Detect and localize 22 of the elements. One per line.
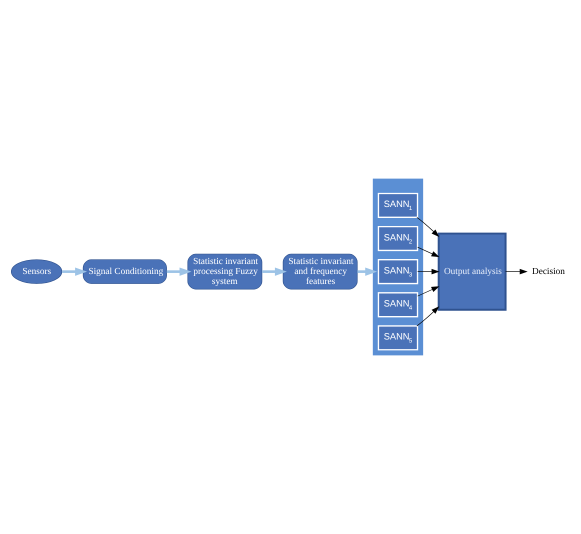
- arrow: [357, 267, 378, 276]
- node-box: SANN$_{5}$: [378, 325, 418, 350]
- arrow: [416, 306, 440, 326]
- node-box: Output analysis: [438, 232, 507, 311]
- node-box: SANN$_{1}$: [378, 192, 418, 218]
- node-box: Signal Conditioning: [82, 259, 167, 284]
- node-box: Statistic invariant processing Fuzzy system: [187, 254, 262, 290]
- arrow: [62, 267, 88, 276]
- arrow: [166, 267, 192, 276]
- node-ellipse: Sensors: [10, 259, 62, 284]
- node-box: SANN$_{2}$: [378, 226, 418, 252]
- node-box: SANN$_{3}$: [378, 259, 418, 284]
- node-box: SANN$_{4}$: [378, 292, 418, 318]
- arrow: [262, 267, 287, 276]
- node-box: Statistic invariant and frequency features: [282, 254, 358, 290]
- arrow: [416, 217, 440, 237]
- node-text: Decision: [532, 267, 565, 278]
- arrow: [417, 268, 440, 274]
- arrow: [417, 246, 440, 258]
- arrow: [417, 286, 440, 296]
- arrow: [505, 268, 528, 274]
- cluster: [372, 178, 424, 356]
